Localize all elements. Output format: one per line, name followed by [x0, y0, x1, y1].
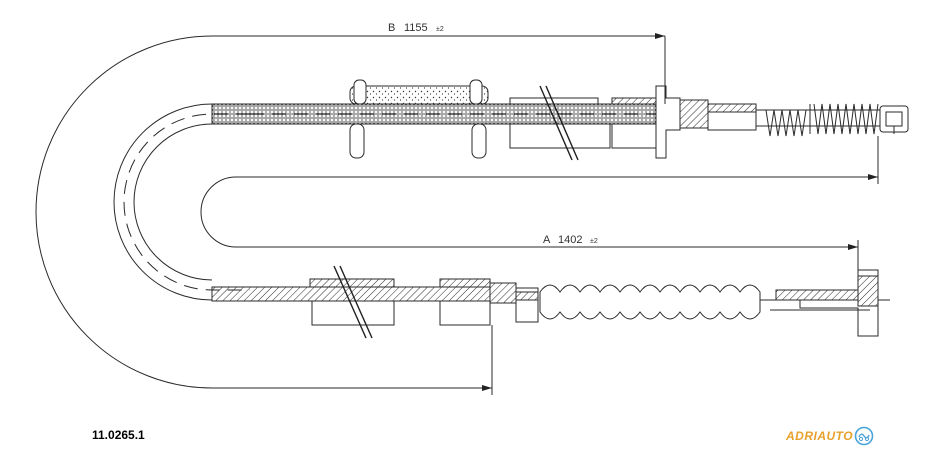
- part-number: 11.0265.1: [92, 428, 145, 442]
- dimension-b-line: [655, 33, 666, 104]
- brand-logo: ADRIAUTO: [786, 426, 875, 446]
- dimension-a-value: 1402: [558, 234, 582, 246]
- adriauto-logo-icon: [854, 426, 874, 446]
- lower-ferrule: [439, 300, 491, 326]
- dimension-a-line: [482, 136, 879, 395]
- lower-end-fitting: [760, 269, 890, 337]
- dimension-a-tolerance: ±2: [590, 238, 598, 245]
- upper-grommet: [349, 85, 489, 105]
- dimension-b-tolerance: ±2: [436, 26, 444, 33]
- cable-bend: [113, 103, 878, 301]
- outer-dimension-curve: [35, 35, 665, 389]
- upper-ferrule: [611, 97, 661, 105]
- lower-cable-run: [211, 265, 539, 339]
- brand-name: ADRIAUTO: [786, 429, 854, 443]
- dimension-b-letter: B: [388, 22, 395, 34]
- dimension-a-letter: A: [543, 234, 551, 246]
- lower-bellows-boot: [539, 284, 761, 320]
- dimension-b-value: 1155: [404, 22, 428, 34]
- upper-cable-run: [211, 79, 757, 161]
- lower-clip: [311, 300, 395, 326]
- upper-spring-end: [756, 103, 909, 137]
